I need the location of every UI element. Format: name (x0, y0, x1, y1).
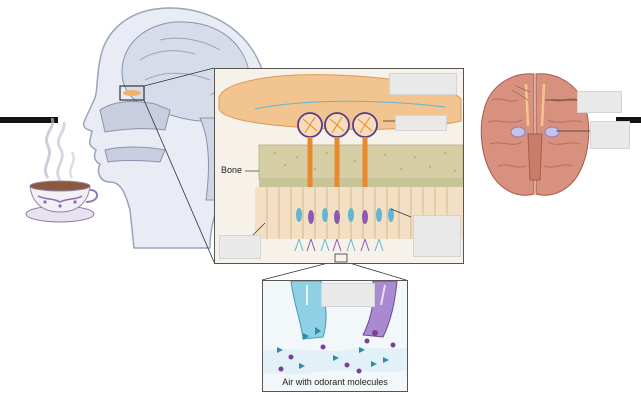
label-blank-olfactory-tract[interactable] (577, 91, 622, 113)
label-blank-olfactory-bulb[interactable] (590, 121, 630, 149)
